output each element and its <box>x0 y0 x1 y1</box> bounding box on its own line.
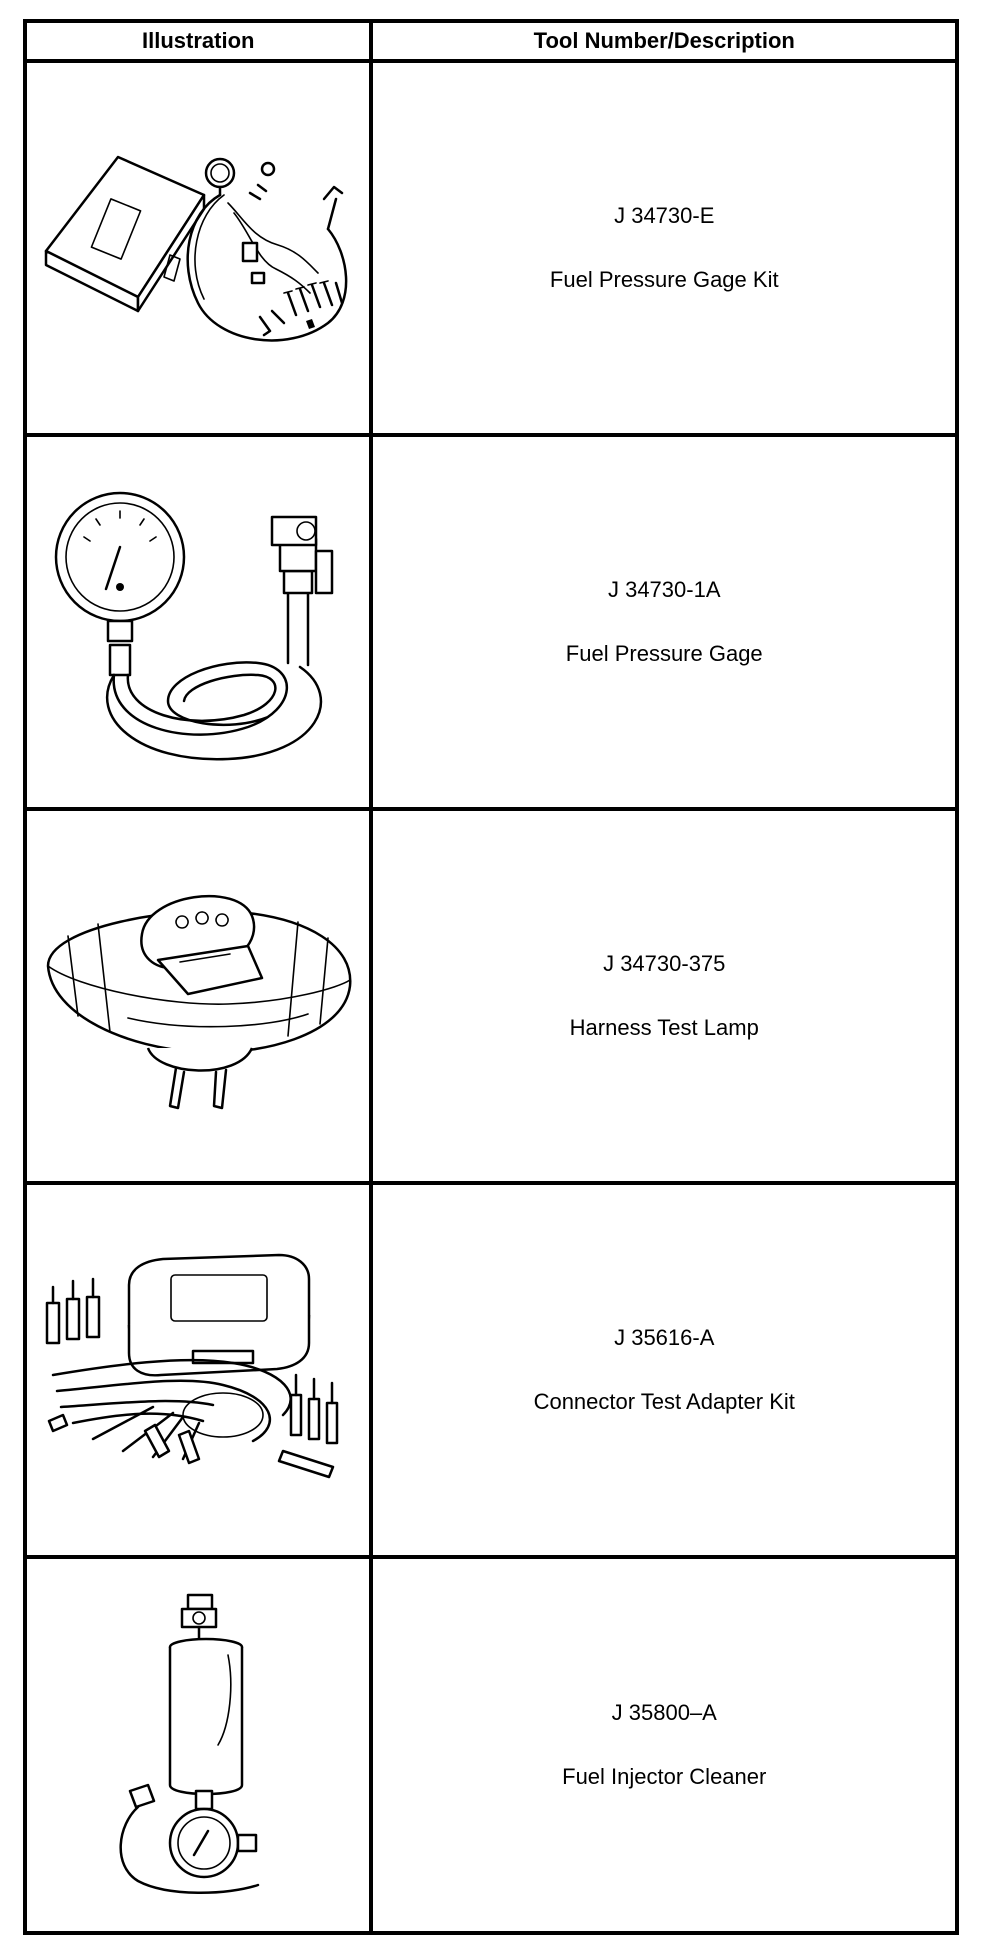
tool-number: J 35616-A <box>614 1325 715 1350</box>
fuel-pressure-gage-kit-icon <box>44 155 348 342</box>
tool-number: J 34730-E <box>614 203 715 228</box>
table-row: J 35800–A Fuel Injector Cleaner <box>22 1555 959 1935</box>
tool-number: J 34730-375 <box>603 951 726 976</box>
connector-test-adapter-kit-icon <box>45 1253 339 1479</box>
table-header-row: Illustration Tool Number/Description <box>22 19 959 63</box>
column-header-illustration: Illustration <box>22 19 374 63</box>
description-cell: J 34730-1A Fuel Pressure Gage <box>369 433 959 811</box>
illustration-cell <box>22 59 374 437</box>
table-row: J 35616-A Connector Test Adapter Kit <box>22 1181 959 1559</box>
tool-description: Connector Test Adapter Kit <box>533 1389 795 1414</box>
tool-table: Illustration Tool Number/Description <box>22 19 959 1935</box>
illustration-cell <box>22 433 374 811</box>
tool-description: Fuel Pressure Gage <box>565 641 763 666</box>
table-row: J 34730-375 Harness Test Lamp <box>22 807 959 1185</box>
illustration-cell <box>22 1181 374 1559</box>
tool-description: Fuel Injector Cleaner <box>562 1764 767 1789</box>
column-header-tool-description: Tool Number/Description <box>369 19 959 63</box>
illustration-cell <box>22 807 374 1185</box>
tool-description: Fuel Pressure Gage Kit <box>549 267 779 292</box>
description-cell: J 35616-A Connector Test Adapter Kit <box>369 1181 959 1559</box>
tool-number: J 34730-1A <box>607 577 721 602</box>
tool-number: J 35800–A <box>611 1700 717 1725</box>
illustration-cell <box>22 1555 374 1935</box>
description-cell: J 34730-375 Harness Test Lamp <box>369 807 959 1185</box>
table-row: J 34730-1A Fuel Pressure Gage <box>22 433 959 811</box>
table-row: J 34730-E Fuel Pressure Gage Kit <box>22 59 959 437</box>
harness-test-lamp-icon <box>46 894 352 1110</box>
description-cell: J 34730-E Fuel Pressure Gage Kit <box>369 59 959 437</box>
tool-description: Harness Test Lamp <box>569 1015 759 1040</box>
description-cell: J 35800–A Fuel Injector Cleaner <box>369 1555 959 1935</box>
fuel-injector-cleaner-icon <box>119 1593 260 1894</box>
fuel-pressure-gage-icon <box>54 491 334 761</box>
